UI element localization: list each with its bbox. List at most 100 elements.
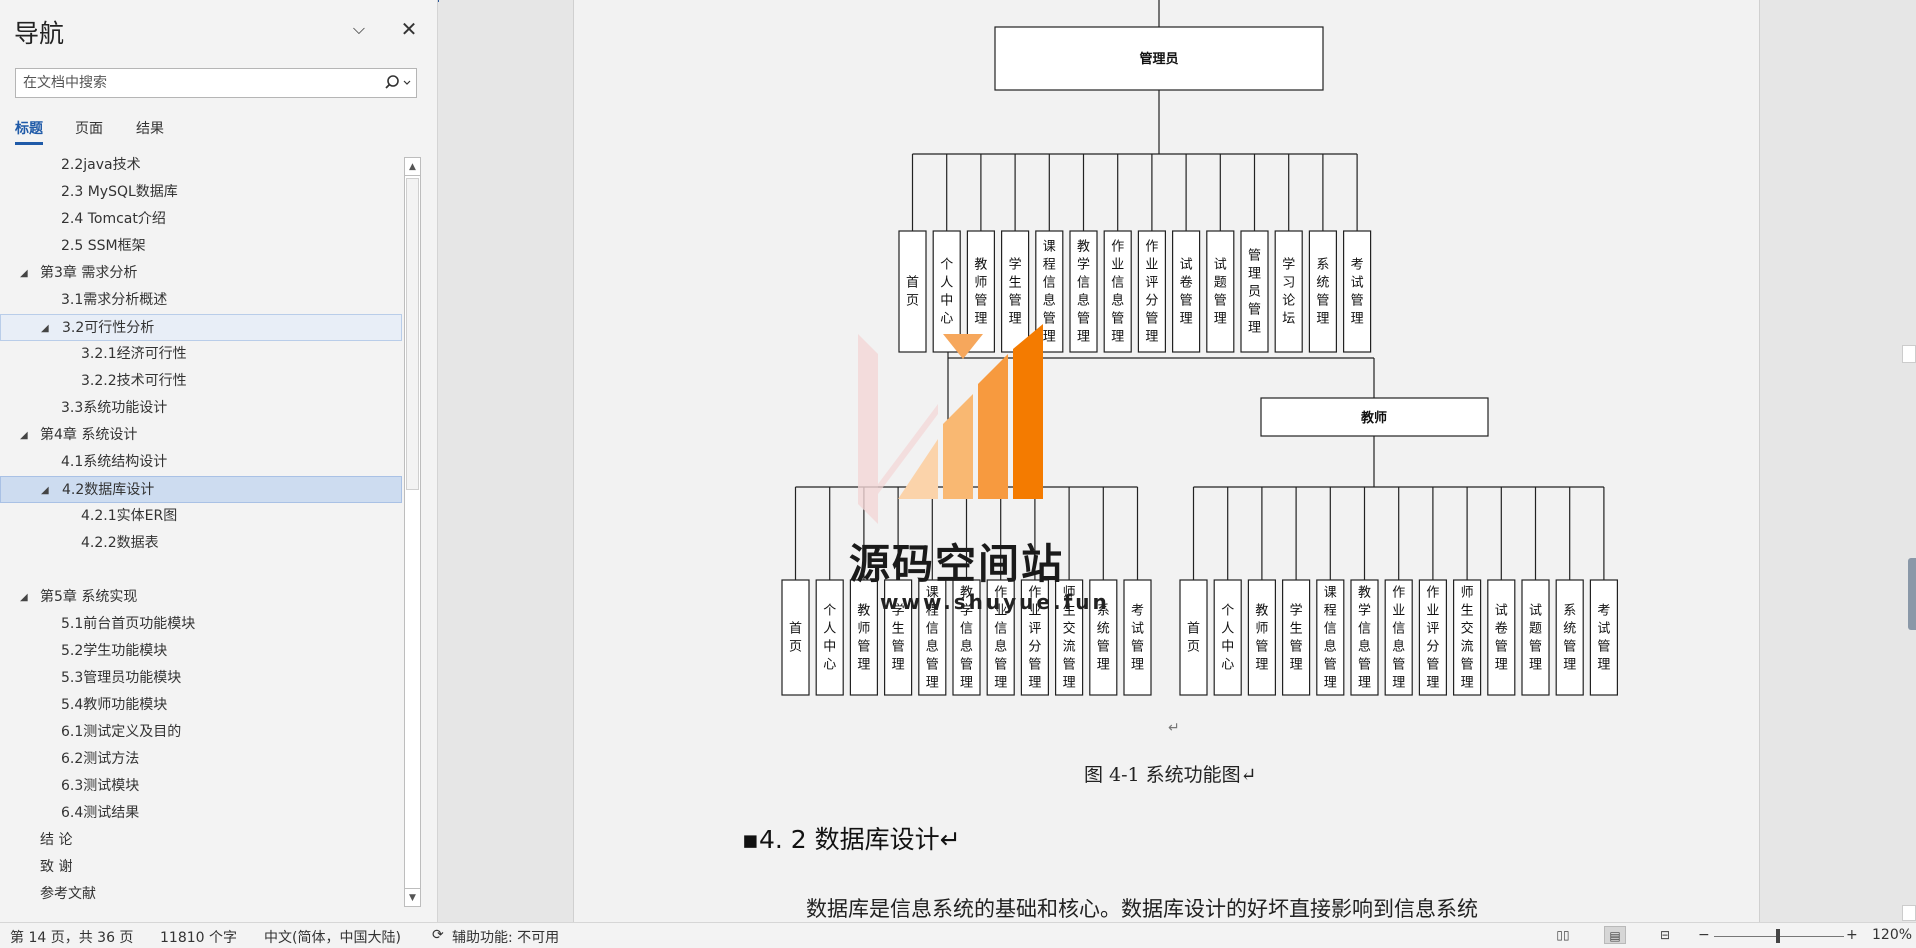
- outline-item[interactable]: 5.1前台首页功能模块: [0, 611, 402, 638]
- module-label-char: 理: [1111, 330, 1124, 345]
- outline-item[interactable]: 4.2.2数据表: [0, 530, 402, 557]
- module-label-char: 题: [1214, 276, 1227, 291]
- nav-options-chevron-icon[interactable]: ⌵: [352, 19, 366, 38]
- outline-item[interactable]: 3.1需求分析概述: [0, 287, 402, 314]
- outline-item[interactable]: 3.2.2技术可行性: [0, 368, 402, 395]
- body-paragraph[interactable]: 数据库是信息系统的基础和核心。数据库设计的好坏直接影响到信息系统: [806, 897, 1478, 921]
- module-label-char: 作: [1392, 586, 1405, 601]
- search-icon[interactable]: [384, 73, 414, 93]
- admin-module-box: [1308, 230, 1338, 353]
- module-label-char: 生: [1461, 604, 1474, 619]
- collapse-triangle-icon[interactable]: ◢: [20, 268, 28, 279]
- collapse-triangle-icon[interactable]: ◢: [41, 485, 49, 496]
- page-count[interactable]: 第 14 页，共 36 页: [10, 930, 134, 946]
- nav-search-box[interactable]: [15, 68, 417, 98]
- module-label-char: 业: [994, 604, 1007, 619]
- student-module-box: [781, 579, 810, 696]
- module-label-char: 管: [1529, 640, 1542, 655]
- word-count[interactable]: 11810 个字: [160, 930, 237, 946]
- outline-item-label: 4.2.1实体ER图: [81, 508, 178, 524]
- outline-item[interactable]: 5.4教师功能模块: [0, 692, 402, 719]
- collapse-triangle-icon[interactable]: ◢: [41, 323, 49, 334]
- tab-results[interactable]: 结果: [136, 121, 164, 137]
- tab-pages[interactable]: 页面: [75, 121, 103, 137]
- teacher-module-box: [1521, 579, 1550, 696]
- module-label-char: 页: [1187, 640, 1200, 655]
- vertical-scroll-down[interactable]: [1902, 905, 1916, 921]
- scroll-down-icon[interactable]: ▼: [405, 888, 420, 906]
- module-label-char: 系: [1097, 604, 1110, 619]
- module-label-char: 管: [1063, 658, 1076, 673]
- outline-item[interactable]: ◢第3章 需求分析: [0, 260, 402, 287]
- module-label-char: 信: [1358, 622, 1371, 637]
- zoom-level[interactable]: 120%: [1872, 927, 1913, 943]
- module-label-char: 理: [960, 676, 973, 691]
- module-label-char: 教: [960, 585, 973, 601]
- outline-item[interactable]: 2.2java技术: [0, 152, 402, 179]
- outline-item[interactable]: ◢4.2数据库设计: [0, 476, 402, 503]
- web-layout-icon[interactable]: ⊟: [1659, 928, 1671, 942]
- module-label-char: 管: [1009, 294, 1022, 309]
- module-label-char: 个: [823, 604, 836, 619]
- outline-item[interactable]: ◢3.2可行性分析: [0, 314, 402, 341]
- outline-item[interactable]: 2.5 SSM框架: [0, 233, 402, 260]
- nav-scrollbar[interactable]: ▲ ▼: [404, 157, 421, 907]
- collapse-triangle-icon[interactable]: ◢: [20, 430, 28, 441]
- teacher-module-box: [1213, 579, 1242, 696]
- tab-headings[interactable]: 标题: [15, 118, 43, 145]
- admin-module-box: [898, 230, 927, 353]
- module-label-char: 程: [1324, 604, 1337, 619]
- module-label-char: 息: [1358, 639, 1371, 655]
- module-label-char: 统: [1316, 276, 1329, 291]
- collapse-triangle-icon[interactable]: ◢: [20, 592, 28, 603]
- nav-search-input[interactable]: [23, 69, 373, 97]
- module-label-char: 学: [1077, 257, 1090, 273]
- side-panel-handle[interactable]: [1908, 558, 1916, 630]
- module-label-char: 程: [926, 604, 939, 619]
- zoom-in-button[interactable]: +: [1846, 927, 1858, 943]
- module-label-char: 管: [1111, 312, 1124, 327]
- module-label-char: 试: [1597, 622, 1610, 637]
- section-heading[interactable]: ▪4. 2 数据库设计↵: [742, 825, 961, 854]
- print-layout-icon[interactable]: ▤: [1604, 926, 1626, 944]
- outline-item[interactable]: 5.3管理员功能模块: [0, 665, 402, 692]
- outline-item-label: 2.4 Tomcat介绍: [61, 211, 166, 227]
- scrollbar-thumb[interactable]: [406, 178, 419, 490]
- zoom-slider-thumb[interactable]: [1776, 929, 1780, 943]
- module-label-char: 试: [1180, 258, 1193, 273]
- outline-item[interactable]: 2.4 Tomcat介绍: [0, 206, 402, 233]
- outline-item[interactable]: 参考文献: [0, 881, 402, 908]
- language-status[interactable]: 中文(简体，中国大陆): [264, 930, 401, 946]
- student-module-box: [1089, 579, 1118, 696]
- student-module-box: [1020, 579, 1050, 696]
- outline-item[interactable]: ◢第4章 系统设计: [0, 422, 402, 449]
- outline-item[interactable]: 结 论: [0, 827, 402, 854]
- outline-item[interactable]: 6.2测试方法: [0, 746, 402, 773]
- outline-item[interactable]: 6.1测试定义及目的: [0, 719, 402, 746]
- vertical-scroll-marker[interactable]: [1902, 345, 1916, 363]
- outline-item[interactable]: 3.3系统功能设计: [0, 395, 402, 422]
- outline-item-label: 6.3测试模块: [61, 778, 140, 794]
- module-label-char: 管: [974, 294, 987, 309]
- module-label-char: 系: [1563, 604, 1576, 619]
- nav-close-icon[interactable]: ✕: [400, 17, 418, 41]
- outline-item[interactable]: 4.2.1实体ER图: [0, 503, 402, 530]
- module-label-char: 学: [892, 603, 905, 619]
- zoom-out-button[interactable]: −: [1698, 927, 1710, 943]
- module-label-char: 理: [1248, 321, 1261, 336]
- module-label-char: 试: [1131, 622, 1144, 637]
- outline-item[interactable]: ◢第5章 系统实现: [0, 584, 402, 611]
- scroll-up-icon[interactable]: ▲: [405, 158, 420, 176]
- outline-item[interactable]: 6.4测试结果: [0, 800, 402, 827]
- outline-item[interactable]: 6.3测试模块: [0, 773, 402, 800]
- outline-item[interactable]: 4.1系统结构设计: [0, 449, 402, 476]
- read-mode-icon[interactable]: ▯▯: [1556, 928, 1570, 942]
- accessibility-status[interactable]: 辅助功能: 不可用: [452, 930, 560, 946]
- outline-item[interactable]: 5.2学生功能模块: [0, 638, 402, 665]
- outline-item[interactable]: 3.2.1经济可行性: [0, 341, 402, 368]
- module-label-char: 首: [1187, 622, 1200, 637]
- module-label-char: 学: [1358, 603, 1371, 619]
- outline-item[interactable]: 致 谢: [0, 854, 402, 881]
- outline-item[interactable]: 2.3 MySQL数据库: [0, 179, 402, 206]
- outline-item-label: 6.4测试结果: [61, 805, 140, 821]
